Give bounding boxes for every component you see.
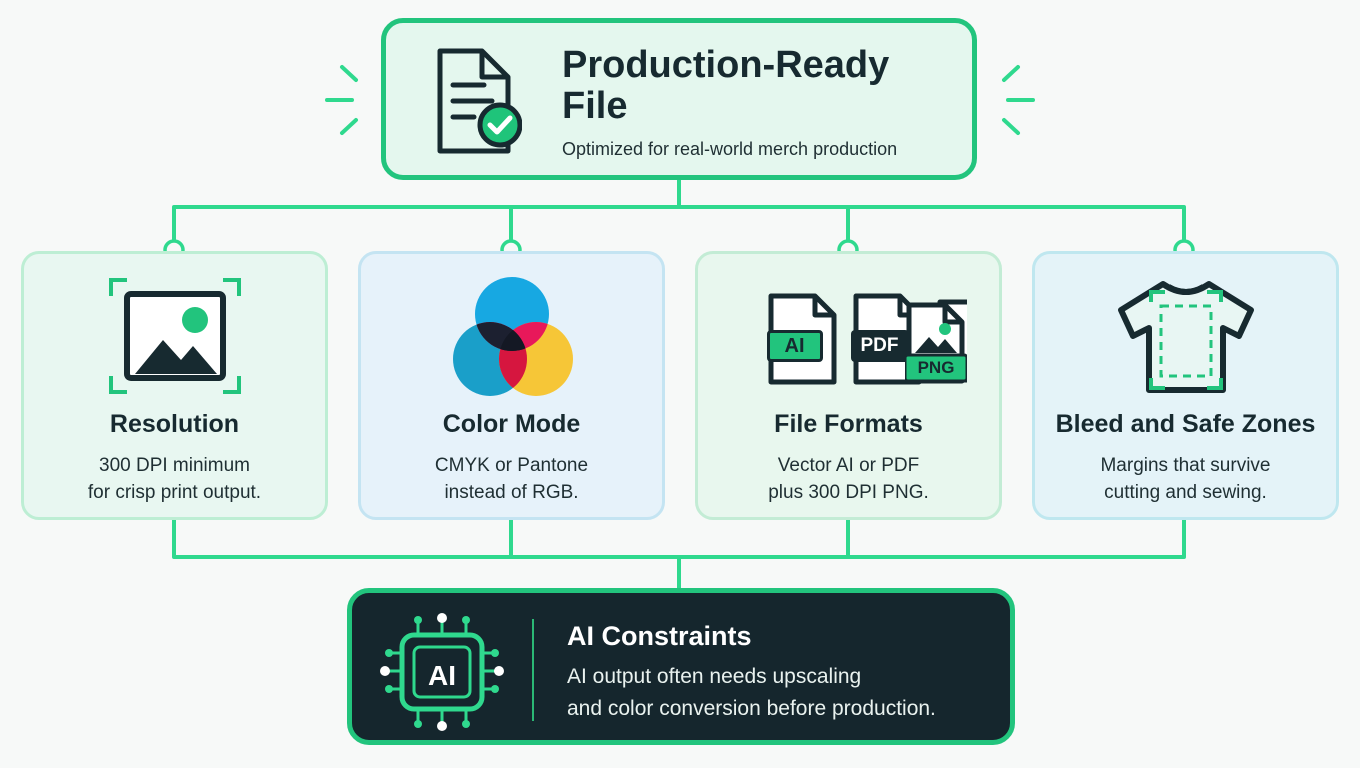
- top-title-line2: File: [562, 85, 628, 127]
- tshirt-icon: [1117, 281, 1254, 393]
- ai-chip-label: AI: [428, 660, 456, 691]
- format-labels: AI PDF: [731, 292, 967, 392]
- production-ready-file-node: Production-Ready File Optimized for real…: [381, 18, 977, 180]
- card-color-mode: Color Mode CMYK or Pantone instead of RG…: [358, 251, 665, 520]
- card-desc-line: Vector AI or PDF: [777, 455, 920, 476]
- sparkle-right-icon: [1002, 65, 1035, 135]
- card-desc-line: for crisp print output.: [87, 482, 262, 503]
- card-desc-line: Margins that survive: [1100, 455, 1271, 476]
- document-check-icon: [437, 48, 522, 154]
- card-title: File Formats: [774, 410, 923, 438]
- top-title-line1: Production-Ready: [562, 44, 890, 86]
- card-description: CMYK or Pantone instead of RGB.: [361, 452, 662, 506]
- top-subtitle: Optimized for real-world merch productio…: [562, 139, 898, 159]
- bottom-divider: [532, 619, 534, 721]
- image-frame-icon: [108, 278, 241, 394]
- card-title: Bleed and Safe Zones: [1055, 410, 1316, 438]
- png-format-badge: PNG: [917, 358, 955, 377]
- sparkle-left-icon: [325, 65, 358, 135]
- png-file-icon: [905, 302, 967, 384]
- card-desc-line: cutting and sewing.: [1104, 482, 1267, 503]
- card-description: 300 DPI minimum for crisp print output.: [24, 452, 325, 506]
- ai-format-badge: AI: [766, 330, 823, 362]
- bottom-desc-line: AI output often needs upscaling: [567, 665, 862, 688]
- card-title: Resolution: [109, 410, 240, 438]
- card-bleed-safe-zones: Bleed and Safe Zones Margins that surviv…: [1032, 251, 1339, 520]
- pdf-format-badge: PDF: [850, 330, 909, 362]
- bottom-title: AI Constraints: [567, 621, 752, 651]
- card-description: Margins that survive cutting and sewing.: [1035, 452, 1336, 506]
- card-desc-line: instead of RGB.: [444, 482, 579, 503]
- card-file-formats: AI PDF PNG File Formats Vector AI or PDF…: [695, 251, 1002, 520]
- bottom-description: AI output often needs upscaling and colo…: [567, 661, 936, 725]
- card-desc-line: CMYK or Pantone: [434, 455, 589, 476]
- ai-constraints-node: AI AI Constraints AI output often needs …: [347, 588, 1015, 745]
- top-title: Production-Ready File: [562, 45, 962, 127]
- bottom-desc-line: and color conversion before production.: [567, 697, 936, 720]
- card-resolution: Resolution 300 DPI minimum for crisp pri…: [21, 251, 328, 520]
- card-desc-line: 300 DPI minimum: [99, 455, 250, 476]
- card-title: Color Mode: [442, 410, 581, 438]
- card-description: Vector AI or PDF plus 300 DPI PNG.: [698, 452, 999, 506]
- card-desc-line: plus 300 DPI PNG.: [768, 482, 929, 503]
- color-circles-icon: [452, 277, 573, 396]
- ai-chip-icon: [380, 613, 504, 731]
